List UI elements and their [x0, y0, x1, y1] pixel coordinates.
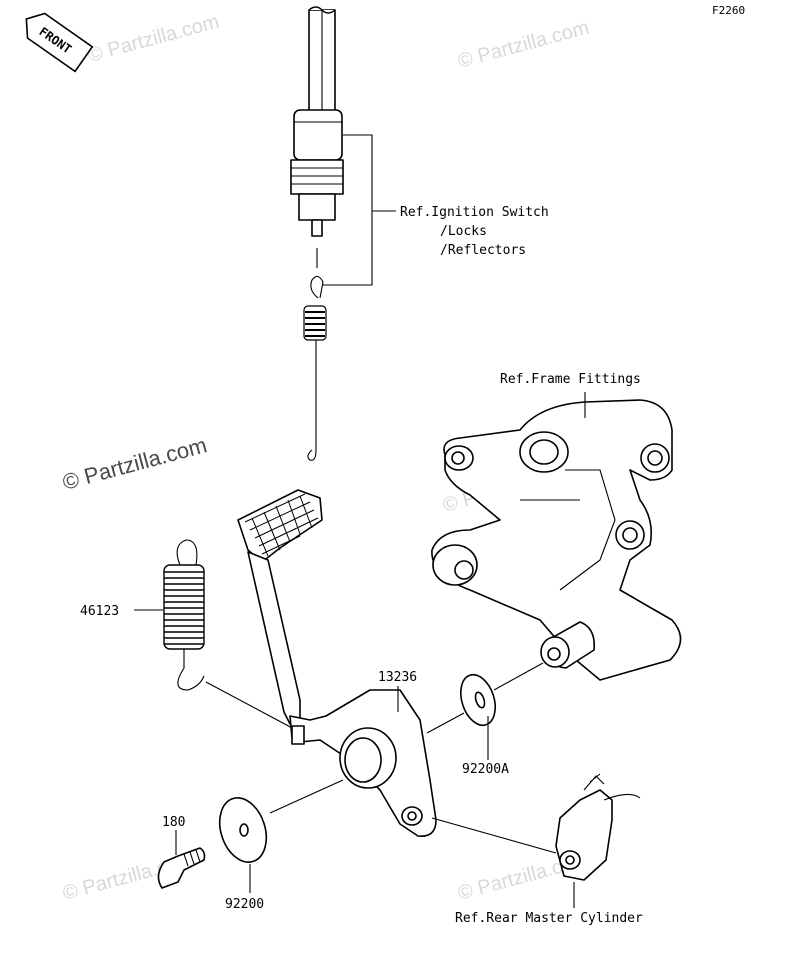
front-arrow-icon: FRONT [25, 12, 94, 73]
part-number-92200a: 92200A [462, 762, 509, 777]
reflectors-ref-label: /Reflectors [440, 243, 526, 258]
ignition-ref-label: Ref.Ignition Switch [400, 205, 549, 220]
washer-a-axis-2 [493, 662, 544, 691]
diagram-code: F2260 [712, 4, 745, 17]
washer-92200 [218, 797, 268, 863]
locks-ref-label: /Locks [440, 224, 487, 239]
washer-a-axis [426, 712, 465, 734]
brake-pedal [237, 489, 437, 837]
master-cylinder-ref-label: Ref.Rear Master Cylinder [455, 911, 643, 926]
frame-ref-label: Ref.Frame Fittings [500, 372, 641, 387]
part-number-13236: 13236 [378, 670, 417, 685]
watermark: © Partzilla.com [86, 11, 222, 67]
ignition-ref-leader [322, 134, 396, 286]
master-cylinder-clevis [555, 773, 641, 881]
washer-axis [269, 779, 344, 814]
part-number-92200: 92200 [225, 897, 264, 912]
watermark: © Partzilla.com [456, 17, 592, 73]
part-number-180: 180 [162, 815, 185, 830]
frame-fitting-bracket [431, 399, 682, 681]
bolt-180 [157, 847, 206, 889]
spring-to-pedal-line [205, 681, 297, 731]
part-number-46123: 46123 [80, 604, 119, 619]
brake-light-switch [290, 6, 344, 268]
switch-spring [303, 275, 327, 461]
return-spring [163, 539, 205, 691]
watermark-main: © Partzilla.com [60, 432, 210, 495]
pedal-to-cylinder-line [431, 817, 557, 854]
washer-92200a [459, 673, 497, 727]
